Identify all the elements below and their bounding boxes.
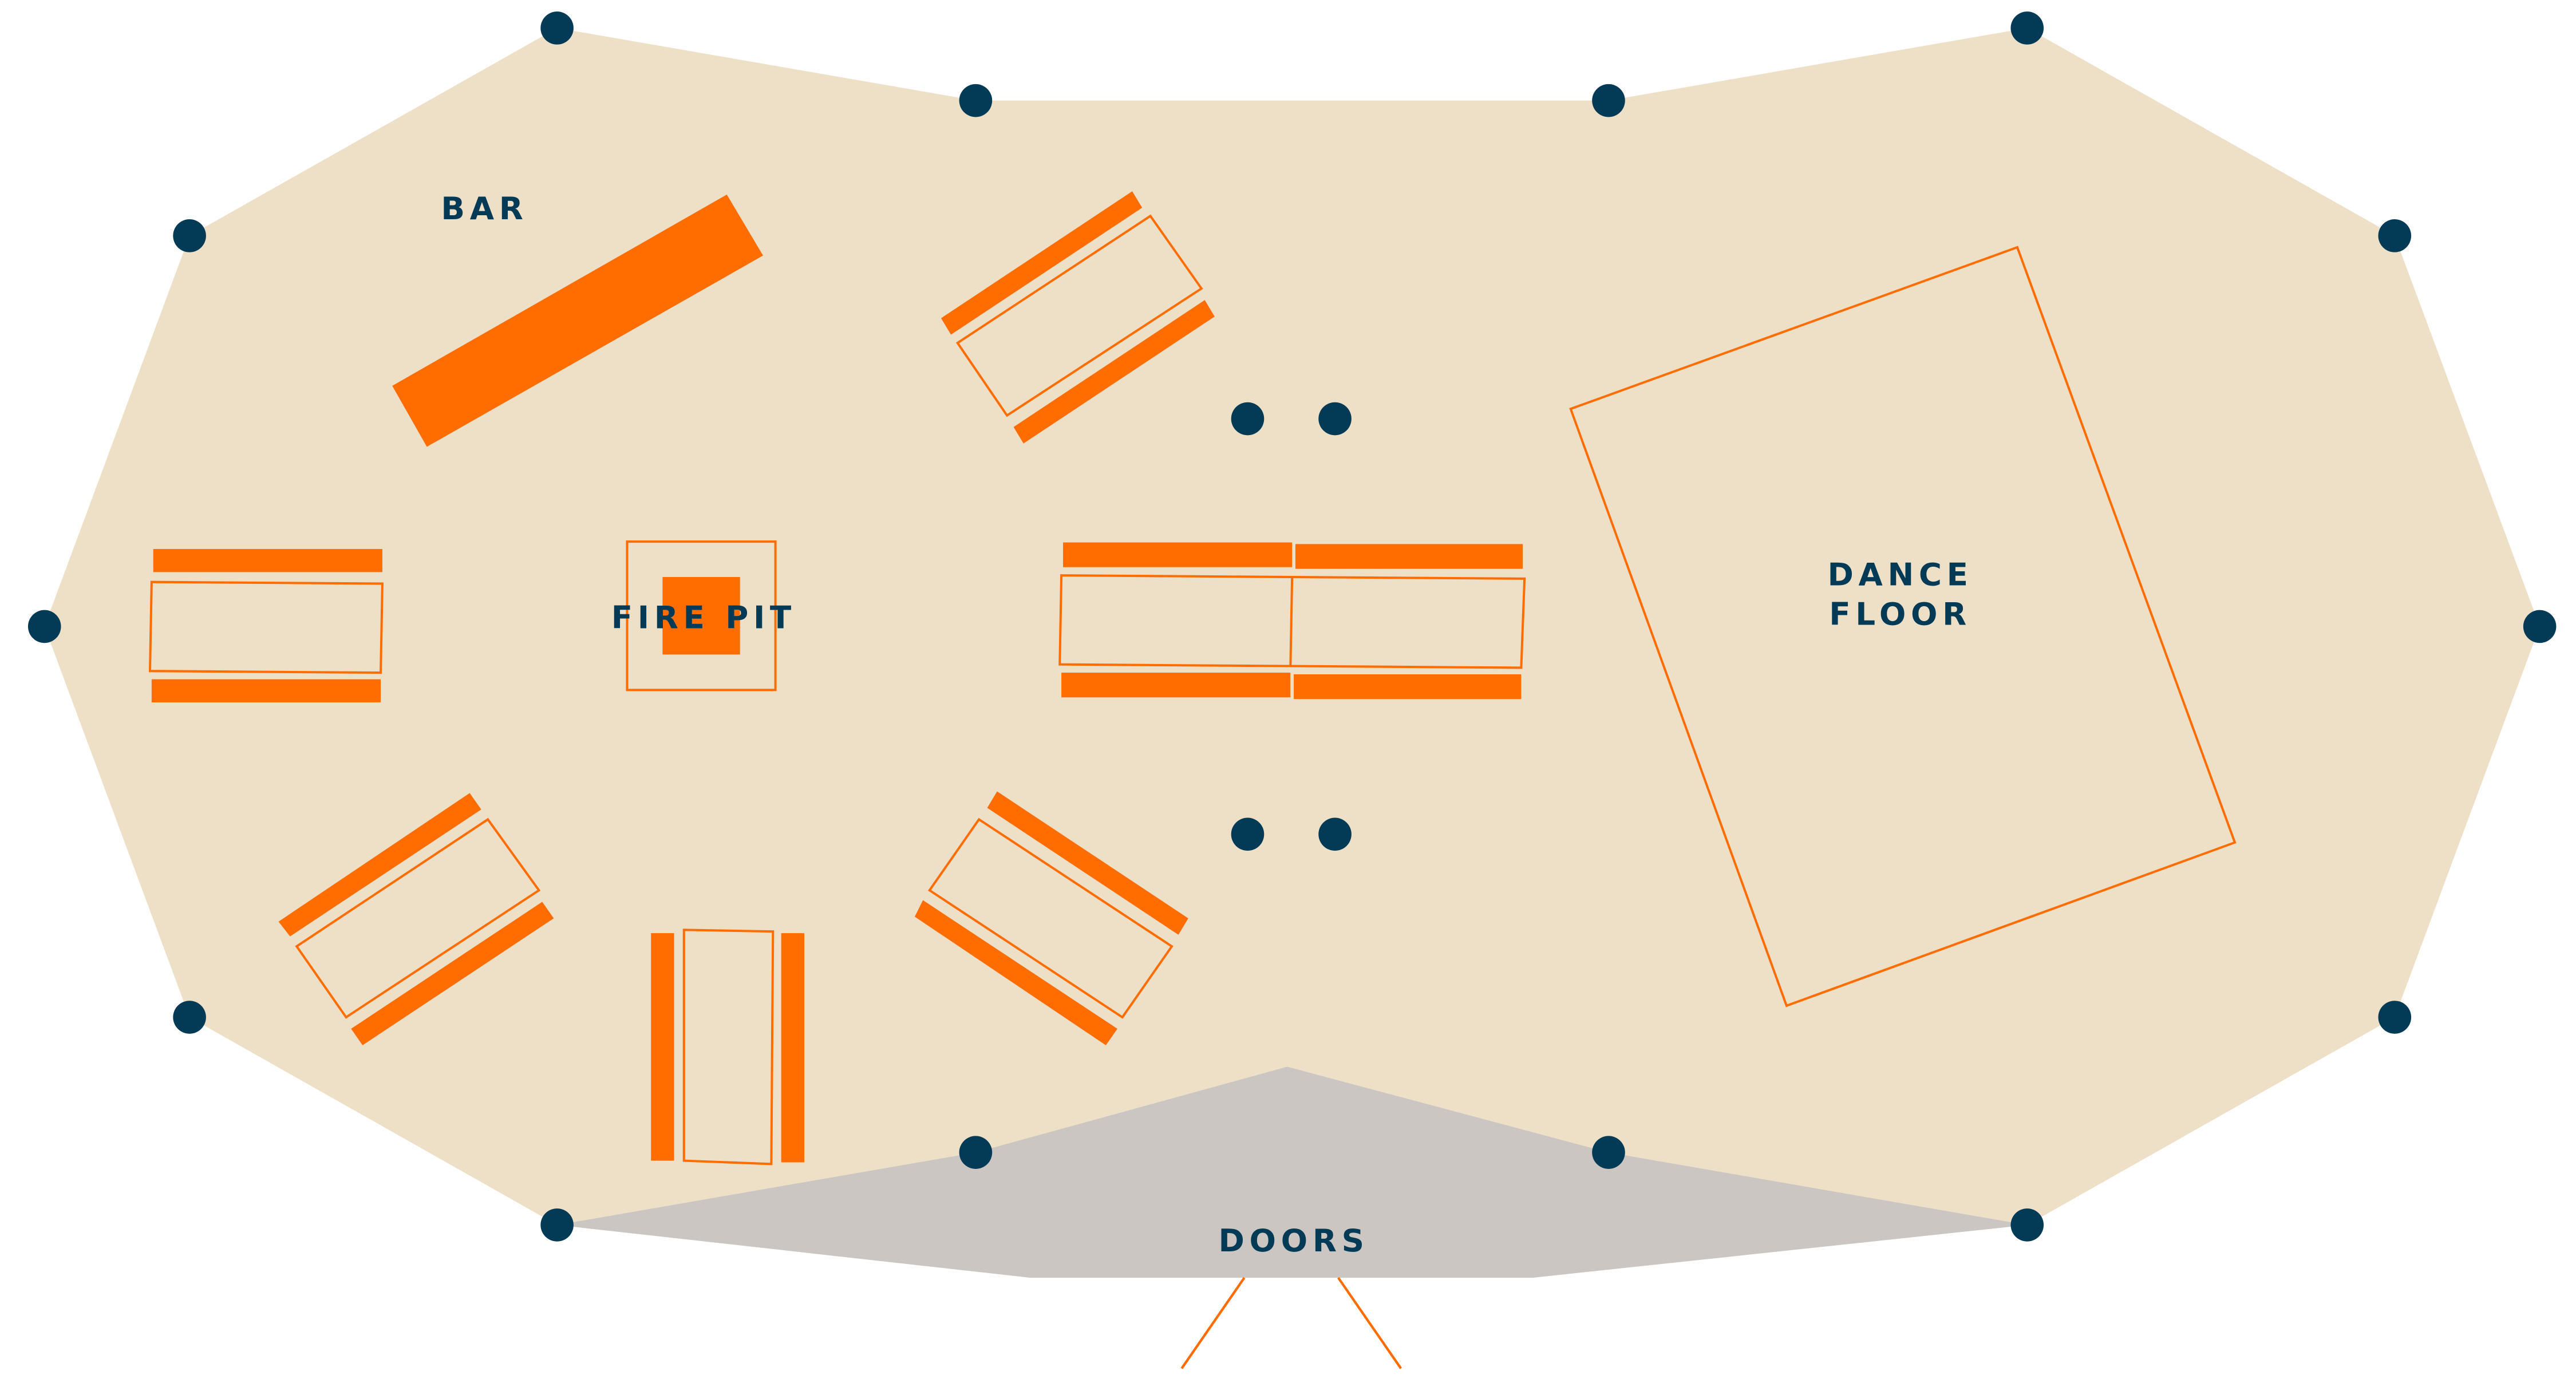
table-divider (1289, 576, 1294, 666)
bench (351, 902, 554, 1045)
post (2378, 219, 2412, 252)
table (682, 928, 775, 1165)
bench (914, 900, 1118, 1045)
post (1592, 1136, 1625, 1169)
post (173, 219, 206, 252)
table-bottom-vertical (651, 928, 804, 1165)
door-left-swing (1180, 1277, 1246, 1369)
posts (27, 11, 2557, 1242)
bar-counter (392, 194, 764, 447)
label-bar: BAR (441, 190, 528, 227)
doors-area (557, 1066, 2028, 1278)
bench (151, 679, 381, 702)
table (955, 214, 1203, 417)
bench (987, 791, 1188, 935)
post (959, 84, 993, 117)
post (173, 1001, 206, 1034)
table-bottom-center (914, 791, 1188, 1045)
bench (1013, 300, 1215, 444)
post (2523, 610, 2557, 643)
bench (1294, 674, 1522, 700)
label-fire-pit: FIRE PIT (611, 599, 796, 635)
post (27, 610, 61, 643)
post (1318, 402, 1352, 436)
bench (1295, 544, 1523, 569)
post (1231, 817, 1265, 851)
table-center-long (1058, 542, 1526, 700)
fire-pit-center (662, 577, 740, 655)
label-dance-floor-line2: FLOOR (1829, 596, 1971, 633)
bench (278, 793, 481, 937)
table-left (148, 549, 384, 702)
post (1318, 817, 1352, 851)
post (1592, 84, 1625, 117)
bench (781, 933, 804, 1163)
bench (153, 549, 382, 572)
bench (941, 191, 1143, 335)
bench (651, 933, 674, 1161)
post (2010, 11, 2044, 45)
post (1231, 402, 1265, 436)
fire-pit (626, 540, 777, 692)
label-dance-floor-line1: DANCE (1827, 556, 1973, 592)
table (295, 817, 541, 1019)
bench (1063, 542, 1293, 567)
post (540, 11, 574, 45)
label-doors: DOORS (1219, 1222, 1369, 1259)
door-right-swing (1337, 1277, 1402, 1369)
fire-pit-boundary (626, 540, 777, 692)
table (927, 817, 1174, 1019)
post (540, 1208, 574, 1242)
dance-floor (1569, 246, 2237, 1007)
table (1058, 574, 1526, 669)
table-bottom-left (278, 793, 554, 1045)
table (148, 580, 384, 674)
post (2378, 1001, 2412, 1034)
bench (1061, 673, 1291, 698)
post (2010, 1208, 2044, 1242)
post (959, 1136, 993, 1169)
table-top-center (941, 191, 1215, 444)
